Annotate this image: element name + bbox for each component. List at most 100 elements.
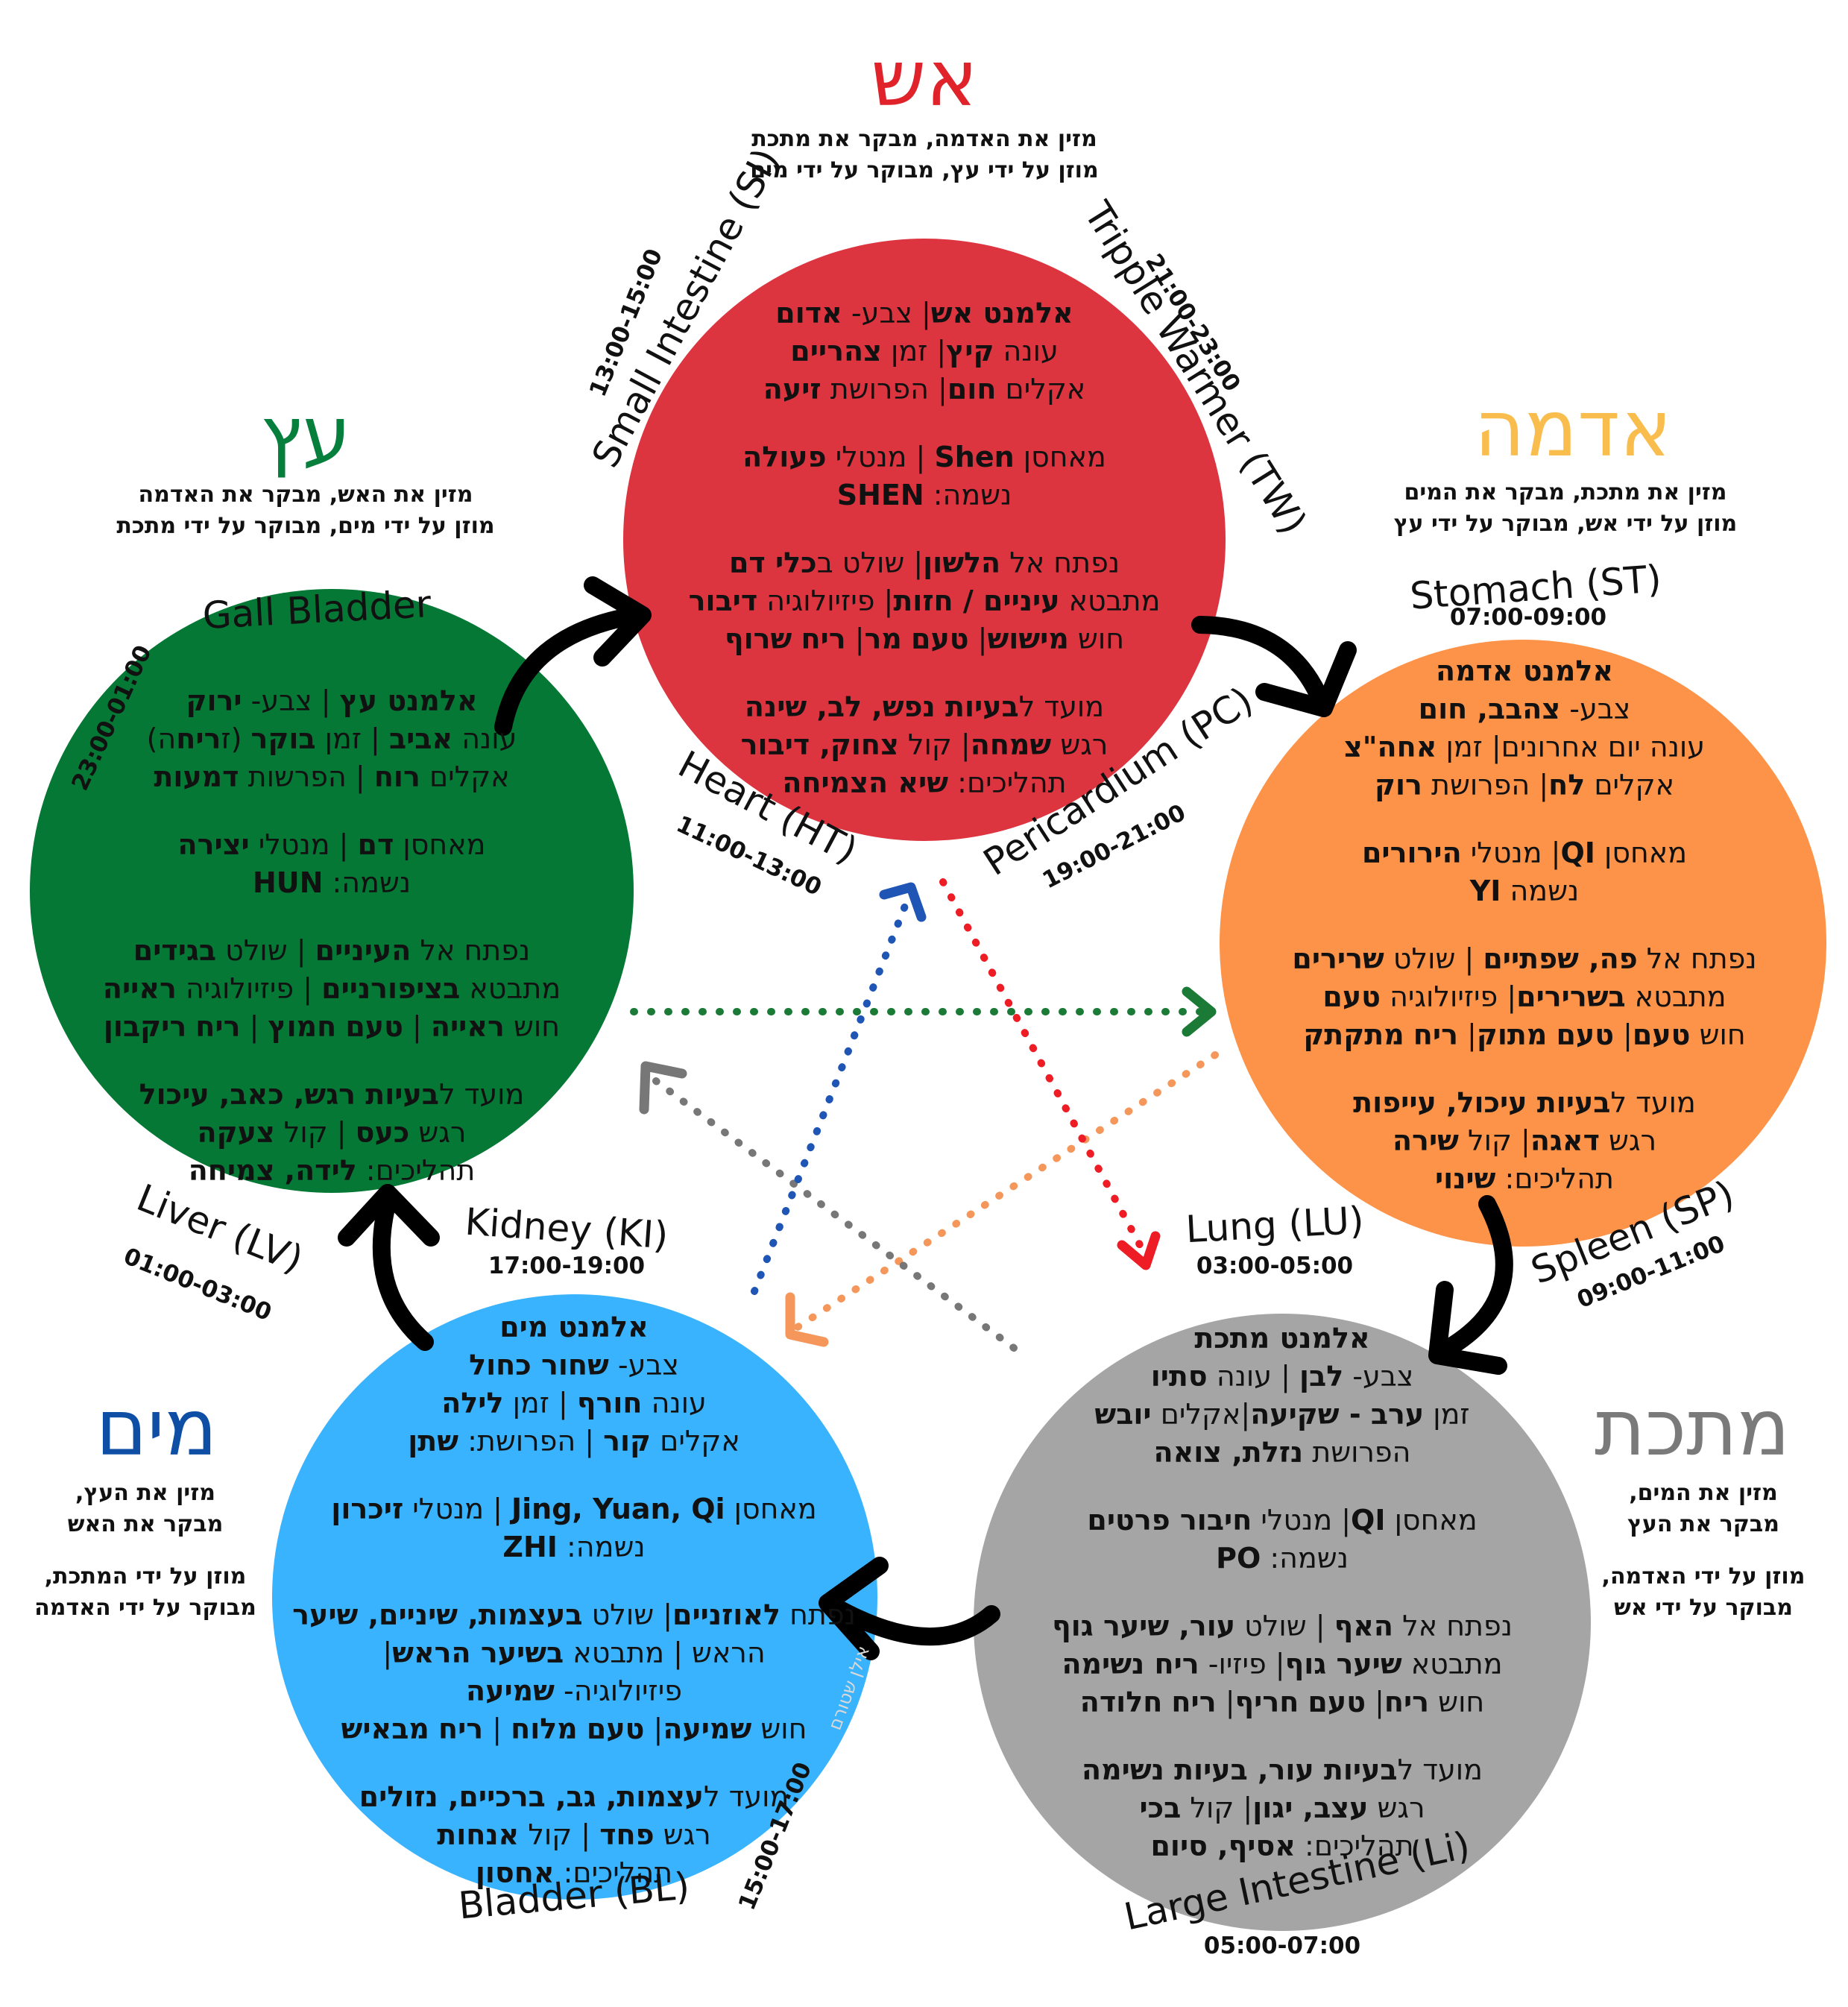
property-line: נשמה: HUN: [252, 866, 411, 899]
wood-title: עץ: [260, 389, 351, 480]
metal-desc-line: מוזן על ידי האדמה,: [1601, 1563, 1806, 1589]
metal-desc-line: מבקר את העץ: [1627, 1511, 1779, 1537]
property-line: חוש ראייה | טעם חמוץ | ריח ריקבון: [103, 1010, 561, 1043]
property-line: נפתח אל הלשון| שולט בכלי דם: [728, 546, 1120, 579]
property-line: מועד לבעיות עיכול, עייפות: [1353, 1086, 1696, 1119]
property-line: עונה קיץ| זמן צהריים: [790, 335, 1059, 368]
metal-to-water-arrowhead: [819, 1557, 889, 1660]
property-line: נפתח לאוזניים| שולט בעצמות, שיניים, שיער: [292, 1598, 856, 1631]
property-line: נפתח אל האף | שולט עור, שיער גוף: [1052, 1610, 1513, 1642]
wood-desc-line: מוזן על ידי מים, מבוקר על ידי מתכת: [116, 513, 495, 539]
water-desc-line: מבקר את האש: [67, 1511, 224, 1537]
water-to-wood-arrowhead: [338, 1184, 440, 1247]
property-line: מתבטא בציפורניים | פיזיולוגיה ראייה: [102, 972, 561, 1005]
property-line: הראש | מתבטא בשיער הראש|: [382, 1636, 766, 1669]
water-desc-line: מבוקר על ידי האדמה: [34, 1595, 256, 1621]
fire-desc-line: מוזן על ידי עץ, מבוקר על ידי מים: [750, 157, 1099, 183]
property-line: אקלים קור | הפרושת: שתן: [408, 1425, 740, 1458]
metal-to-wood-arrowhead: [639, 1061, 687, 1115]
property-line: רגש עצב, יגון| קול בכי: [1139, 1792, 1425, 1824]
water-title: מים: [95, 1382, 218, 1473]
property-line: צבע- צהבב, חום: [1418, 693, 1631, 725]
fire-desc-line: מזין את האדמה, מבקר את מתכת: [751, 126, 1097, 152]
property-line: חוש שמיעה| טעם מלוח | ריח מבאיש: [341, 1713, 807, 1745]
property-line: עונה חורף | זמן לילה: [441, 1387, 707, 1420]
metal-to-wood-dotted-arrow: [652, 1077, 1018, 1352]
metal-desc-line: מבוקר על ידי אש: [1614, 1595, 1793, 1621]
property-line: רגש שמחה| קול צחוק, דיבור: [740, 728, 1109, 761]
fire-circle: [623, 239, 1226, 841]
stomach-time: 07:00-09:00: [1449, 604, 1607, 631]
property-line: מועד לבעיות עור, בעיות נשימה: [1082, 1754, 1483, 1786]
wood-description: מזין את האש, מבקר את האדמה מוזן על ידי מ…: [67, 479, 544, 542]
metal-description: מזין את המים, מבקר את העץ מוזן על ידי הא…: [1573, 1478, 1834, 1624]
property-line: חוש ריח| טעם חריף| ריח חלודה: [1079, 1686, 1485, 1718]
property-line: נשמה: ZHI: [502, 1531, 646, 1563]
property-line: [1237, 804, 1811, 834]
property-line: מאחסן Shen | מנטלי פעולה: [742, 441, 1106, 473]
property-line: מועד לבעיות נפש, לב, שינה: [744, 690, 1105, 723]
water-desc-line: מזין את העץ,: [75, 1480, 215, 1506]
property-line: אקלים רוח | הפרשות דמעות: [154, 760, 510, 793]
fire-description: מזין את האדמה, מבקר את מתכת מוזן על ידי …: [701, 124, 1148, 186]
property-line: פיזיולוגיה- שמיעה: [466, 1674, 682, 1707]
property-line: מתבטא עיניים / חזות| פיזיולוגיה דיבור: [688, 585, 1161, 617]
water-to-wood-arrow: [372, 1193, 434, 1351]
water-description: מזין את העץ, מבקר את האש מוזן על ידי המת…: [15, 1478, 276, 1624]
wood-circle: [30, 589, 634, 1193]
earth-to-water-arrowhead: [785, 1292, 829, 1347]
kidney-time: 17:00-19:00: [488, 1253, 646, 1279]
generating-cycle-arrows: [338, 576, 1513, 1660]
property-line: תהליכים: אחסון: [475, 1856, 673, 1889]
property-line: נשמה YI: [1469, 875, 1580, 907]
earth-desc-line: מוזן על ידי אש, מבוקר על ידי עץ: [1393, 511, 1738, 537]
fire-to-metal-dotted-arrow: [939, 878, 1152, 1264]
wood-to-earth-arrowhead: [1182, 986, 1217, 1037]
property-line: [287, 1748, 861, 1778]
property-line: עונה אביב | זמן בוקר (זריחה): [146, 722, 517, 755]
property-line: [641, 514, 1208, 544]
property-line: הפרושת נזלת, צואה: [1153, 1436, 1411, 1469]
earth-to-metal-arrowhead: [1428, 1281, 1507, 1375]
property-line: צבע- שחור כחול: [469, 1349, 679, 1381]
property-line: [1237, 1054, 1811, 1084]
fire-to-metal-arrowhead: [1117, 1231, 1161, 1270]
property-line: מתבטא בשרירים| פיזיולוגיה טעם: [1322, 980, 1726, 1013]
metal-title: מתכת: [1594, 1382, 1791, 1473]
property-line: נשמה: SHEN: [836, 479, 1012, 511]
property-line: [41, 902, 622, 932]
earth-to-metal-arrow: [1437, 1195, 1513, 1358]
property-line: [41, 1046, 622, 1076]
property-line: [999, 1472, 1565, 1502]
water-to-fire-arrowhead: [879, 882, 927, 922]
property-line: עונה יום אחרונים| זמן אחה"צ: [1343, 731, 1706, 763]
property-line: מאחסן Jing, Yuan, Qi | מנטלי זיכרון: [331, 1493, 817, 1525]
property-line: אלמנט עץ | צבע- ירוק: [186, 684, 478, 717]
large-intestine-time: 05:00-07:00: [1203, 1932, 1361, 1959]
earth-to-water-dotted-arrow: [794, 1051, 1219, 1331]
property-line: רגש כעס | קול צעקה: [197, 1116, 467, 1149]
property-line: תהליכים: לידה, צמיחה: [188, 1154, 476, 1187]
property-line: אלמנט מתכת: [1194, 1322, 1370, 1355]
property-line: זמן ערב - שקיעה|אקלים יובש: [1094, 1398, 1470, 1431]
property-line: [999, 1578, 1565, 1607]
property-line: אלמנט מים: [499, 1311, 649, 1343]
property-line: צבע- לבן | עונה סתיו: [1150, 1360, 1414, 1393]
water-properties: אלמנט מים צבע- שחור כחול עונה חורף | זמן ל…: [287, 1308, 861, 1892]
property-line: נפתח אל העיניים | שולט בגידים: [133, 934, 531, 967]
wood-to-fire-arrow: [494, 606, 646, 736]
property-line: [287, 1461, 861, 1490]
earth-title: אדמה: [1474, 383, 1672, 474]
water-circle: [272, 1294, 877, 1900]
wood-desc-line: מזין את האש, מבקר את האדמה: [138, 482, 473, 508]
lung-time: 03:00-05:00: [1196, 1253, 1354, 1279]
property-line: מועד לבעיות רגש, כאב, עיכול: [139, 1078, 525, 1111]
property-line: [41, 796, 622, 826]
property-line: מאחסן דם | מנטלי יצירה: [177, 828, 486, 861]
property-line: מועד לעצמות, גב, ברכיים, נזולים: [359, 1780, 789, 1813]
property-line: מתבטא שיער גוף| פיזיו- ריח נשימה: [1062, 1648, 1503, 1680]
fire-to-earth-arrowhead: [1255, 641, 1357, 717]
